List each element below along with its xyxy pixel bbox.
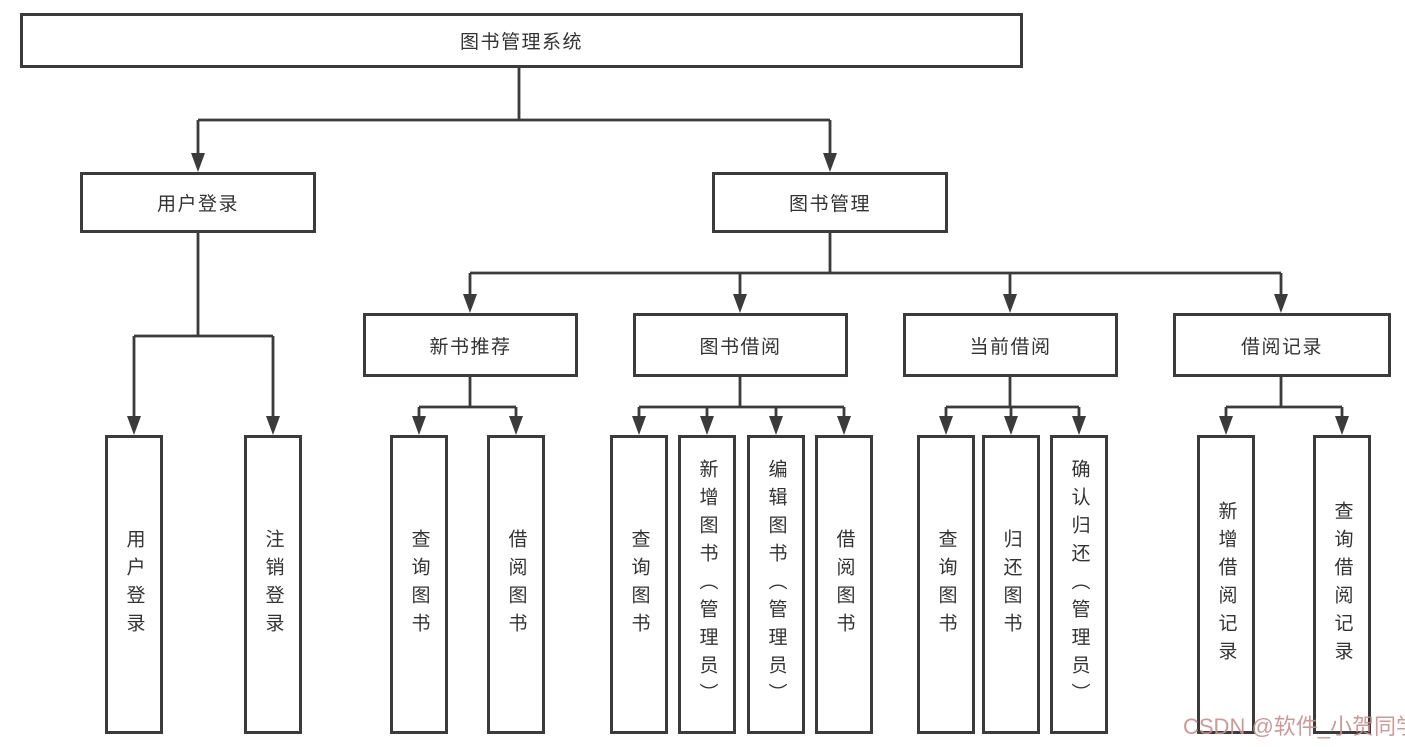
leaf-logout-login: 注销登录 [244, 435, 302, 734]
node-book-borrowing-label: 图书借阅 [699, 336, 782, 358]
node-borrowing-records-label: 借阅记录 [1240, 336, 1323, 358]
leaf-borrowing-borrow-books: 借阅图书 [815, 435, 873, 734]
leaf-return-books: 归还图书 [982, 435, 1040, 734]
node-user-login-label: 用户登录 [156, 194, 239, 215]
node-new-book-recommend: 新书推荐 [363, 313, 578, 377]
leaf-user-login-label: 用户登录 [123, 528, 145, 641]
node-library-management-system-label: 图书管理系统 [459, 32, 583, 53]
leaf-confirm-return-admin-label: 确认归还（管理员） [1068, 458, 1090, 711]
leaf-add-borrow-record-label: 新增借阅记录 [1215, 500, 1237, 669]
leaf-edit-books-admin: 编辑图书（管理员） [747, 435, 805, 734]
leaf-edit-books-admin-label: 编辑图书（管理员） [765, 458, 787, 711]
leaf-query-borrow-record-label: 查询借阅记录 [1331, 500, 1353, 669]
leaf-borrowing-borrow-books-label: 借阅图书 [833, 528, 855, 641]
leaf-borrowing-query-books: 查询图书 [610, 435, 668, 734]
leaf-borrowing-query-books-label: 查询图书 [628, 528, 650, 641]
leaf-query-borrow-record: 查询借阅记录 [1313, 435, 1371, 734]
leaf-recommend-borrow-books: 借阅图书 [487, 435, 545, 734]
node-new-book-recommend-label: 新书推荐 [429, 336, 512, 358]
leaf-recommend-query-books: 查询图书 [390, 435, 448, 734]
leaf-add-books-admin: 新增图书（管理员） [678, 435, 736, 734]
leaf-confirm-return-admin: 确认归还（管理员） [1050, 435, 1108, 734]
leaf-current-query-books-label: 查询图书 [935, 528, 957, 641]
node-book-borrowing: 图书借阅 [633, 313, 848, 377]
node-book-management: 图书管理 [712, 172, 948, 233]
node-current-borrowing: 当前借阅 [903, 313, 1118, 377]
node-book-management-label: 图书管理 [788, 194, 871, 215]
leaf-recommend-borrow-books-label: 借阅图书 [505, 528, 527, 641]
leaf-current-query-books: 查询图书 [917, 435, 975, 734]
node-current-borrowing-label: 当前借阅 [969, 336, 1052, 358]
leaf-logout-login-label: 注销登录 [262, 528, 284, 641]
leaf-add-books-admin-label: 新增图书（管理员） [696, 458, 718, 711]
node-library-management-system: 图书管理系统 [20, 13, 1023, 68]
node-user-login: 用户登录 [80, 172, 316, 233]
leaf-recommend-query-books-label: 查询图书 [408, 528, 430, 641]
leaf-user-login: 用户登录 [105, 435, 163, 734]
node-borrowing-records: 借阅记录 [1173, 313, 1391, 377]
leaf-add-borrow-record: 新增借阅记录 [1197, 435, 1255, 734]
leaf-return-books-label: 归还图书 [1000, 528, 1022, 641]
csdn-watermark: CSDN @软件_小贺同学 [1183, 714, 1405, 739]
